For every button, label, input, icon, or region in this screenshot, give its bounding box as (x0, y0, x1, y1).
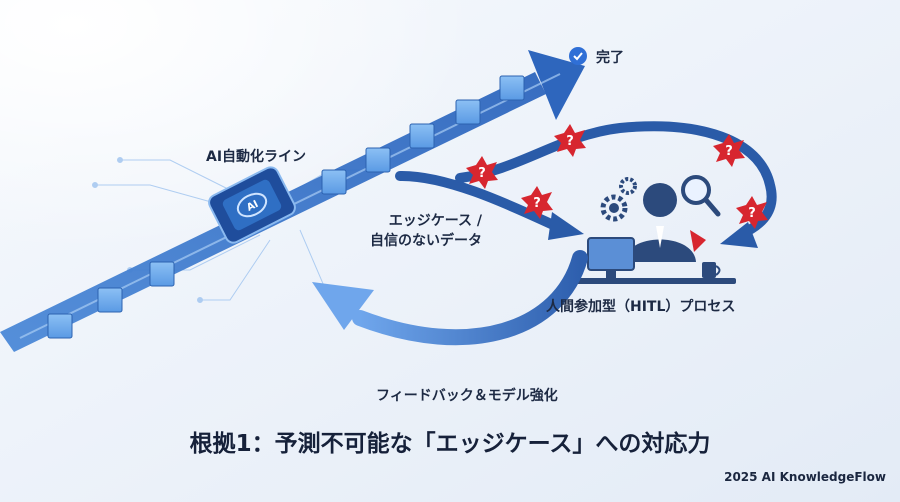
cube (409, 123, 435, 149)
edge-arrowhead (720, 222, 758, 248)
svg-text:?: ? (566, 134, 574, 149)
person-icon (624, 183, 696, 262)
coffee-mug-icon (702, 262, 721, 278)
edge-arrowhead (548, 212, 584, 240)
cube (47, 313, 73, 339)
cube (321, 169, 347, 195)
ai-chip-icon: AI (208, 166, 296, 244)
warning-burst-icon: ? (736, 196, 768, 229)
warning-burst-icon: ? (713, 134, 745, 167)
cube (149, 261, 175, 287)
check-circle-icon (569, 47, 587, 65)
label-feedback: フィードバック＆モデル強化 (376, 388, 558, 404)
warning-burst-icon: ? (466, 156, 498, 189)
svg-text:?: ? (478, 166, 486, 181)
gear-icon (600, 194, 628, 222)
data-cubes (47, 75, 525, 339)
desk (576, 278, 736, 284)
feedback-arrow (312, 250, 588, 346)
label-edge-cases-line2: 自信のないデータ (370, 233, 482, 249)
svg-text:?: ? (533, 196, 541, 211)
label-edge-cases: エッジケース / 自信のないデータ (370, 211, 482, 251)
label-edge-cases-line1: エッジケース / (388, 213, 482, 229)
hitl-workstation (576, 175, 736, 284)
edge-case-branch (395, 121, 777, 240)
cube (499, 75, 525, 101)
gear-icon (619, 177, 637, 195)
svg-text:?: ? (725, 144, 733, 159)
svg-text:?: ? (748, 206, 756, 221)
cube (97, 287, 123, 313)
page-title: 根拠1：予測不可能な「エッジケース」への対応力 (189, 431, 711, 457)
monitor-icon (587, 237, 635, 278)
warning-burst-icon: ? (554, 124, 586, 157)
label-done: 完了 (596, 50, 624, 66)
svg-text:AI: AI (245, 199, 260, 214)
label-ai-automation-line: AI自動化ライン (206, 149, 307, 165)
warning-burst-icon: ? (521, 186, 553, 219)
cube (455, 99, 481, 125)
credit-text: 2025 AI KnowledgeFlow (724, 470, 886, 484)
flag-icon (690, 230, 706, 252)
magnifier-icon (681, 175, 721, 217)
cube (365, 147, 391, 173)
label-hitl-process: 人間参加型（HITL）プロセス (546, 299, 736, 315)
